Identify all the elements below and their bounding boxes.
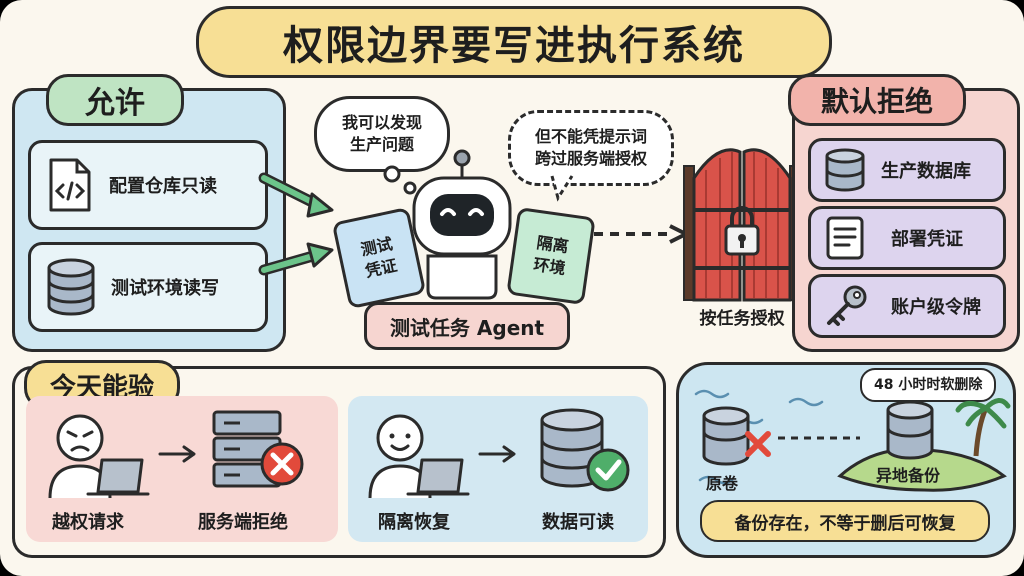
allow-item-config-repo: 配置仓库只读 xyxy=(28,140,268,230)
thought-line: 生产问题 xyxy=(349,135,414,154)
frustrated-user-icon xyxy=(48,414,150,499)
thought-line: 我可以发现 xyxy=(341,113,422,132)
arrow-right-icon xyxy=(478,445,516,463)
today-right-to: 数据可读 xyxy=(542,512,614,533)
source-volume-icon xyxy=(702,406,771,466)
document-icon xyxy=(825,215,865,261)
backup-caption: 备份存在，不等于删后可恢复 xyxy=(700,500,990,542)
speech-tail xyxy=(550,175,574,202)
happy-user-icon xyxy=(368,414,470,499)
card-line: 环境 xyxy=(532,254,567,279)
key-icon xyxy=(823,283,871,329)
today-left-to: 服务端拒绝 xyxy=(198,512,288,533)
thought-dots xyxy=(383,165,427,205)
deny-item-label: 部署凭证 xyxy=(891,229,963,250)
allow-tag: 允许 xyxy=(46,74,184,126)
remote-backup-label: 异地备份 xyxy=(876,466,941,485)
locked-gate-icon xyxy=(683,148,801,302)
robot-agent-icon xyxy=(412,149,512,300)
speech-line: 但不能凭提示词 xyxy=(534,127,647,146)
page-title: 权限边界要写进执行系统 xyxy=(196,6,832,78)
allow-item-test-env: 测试环境读写 xyxy=(28,242,268,332)
deny-item-account-token: 账户级令牌 xyxy=(808,274,1006,338)
agent-label: 测试任务 Agent xyxy=(364,302,570,350)
deny-tag: 默认拒绝 xyxy=(788,74,966,126)
database-icon xyxy=(45,258,97,316)
soft-delete-badge: 48 小时时软删除 xyxy=(860,368,997,402)
database-check-icon xyxy=(540,408,630,492)
allow-item-label: 配置仓库只读 xyxy=(109,176,217,197)
source-volume-label: 原卷 xyxy=(706,474,739,493)
isolated-env-card: 隔离 环境 xyxy=(506,207,596,305)
deny-item-label: 生产数据库 xyxy=(881,161,971,182)
code-file-icon xyxy=(45,157,95,213)
today-right-from: 隔离恢复 xyxy=(378,512,450,533)
dashed-arrow xyxy=(594,224,688,244)
deny-item-label: 账户级令牌 xyxy=(891,297,981,318)
deny-item-prod-db: 生产数据库 xyxy=(808,138,1006,202)
speech-line: 跨过服务端授权 xyxy=(534,149,647,168)
today-left-from: 越权请求 xyxy=(52,512,124,533)
database-icon xyxy=(823,148,867,192)
green-arrows xyxy=(258,172,334,276)
server-rejected-icon xyxy=(212,410,304,488)
speech-bubble: 但不能凭提示词 跨过服务端授权 xyxy=(508,110,674,186)
deny-item-deploy-cred: 部署凭证 xyxy=(808,206,1006,270)
allow-item-label: 测试环境读写 xyxy=(111,278,219,299)
island-backup-icon xyxy=(837,398,1011,492)
thought-bubble: 我可以发现 生产问题 xyxy=(314,96,450,172)
arrow-right-icon xyxy=(158,445,196,463)
gate-label: 按任务授权 xyxy=(699,309,785,329)
dashed-link xyxy=(778,436,860,440)
